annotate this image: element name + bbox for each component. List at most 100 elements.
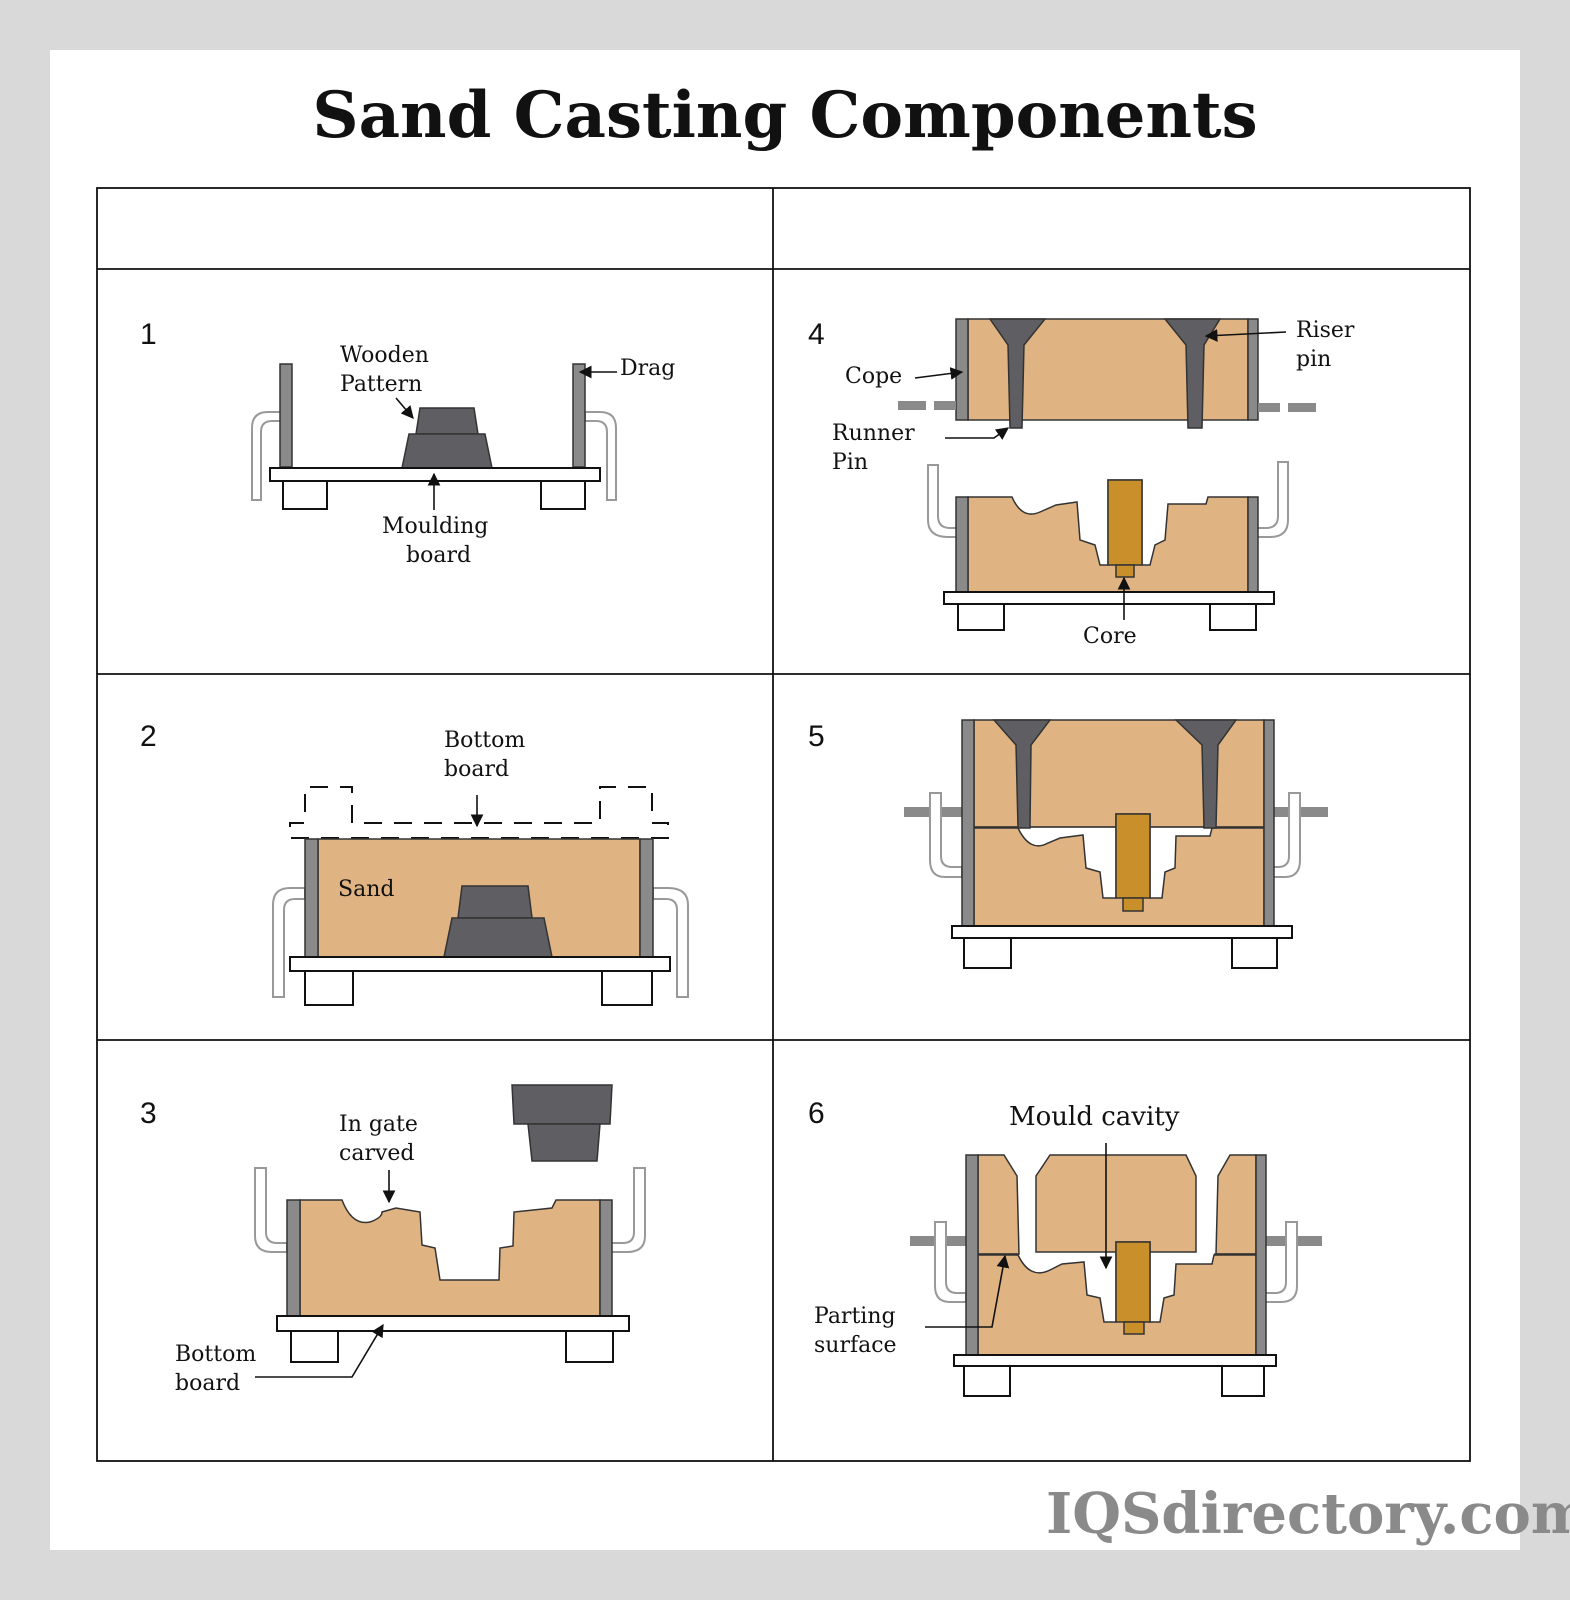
flask-pin-right-a	[1258, 403, 1280, 412]
drag-wall-right	[639, 838, 654, 958]
panel-4: 4 Cope Riser pin Runner Pin Core	[808, 318, 1355, 649]
flask-handle-left	[254, 1167, 288, 1253]
sand-with-cavity	[299, 1199, 601, 1317]
drag-handle-right	[1249, 461, 1289, 538]
mould-cavity-label: Mould cavity	[1009, 1102, 1180, 1132]
bottom-board-label-line2: board	[444, 757, 509, 782]
moulding-board	[289, 956, 671, 972]
flask-handle-right	[1263, 1221, 1298, 1303]
runner-pin-label-line2: Pin	[832, 450, 868, 475]
panel-2: 2 Bottom board Sand	[140, 720, 689, 1006]
core-print	[1115, 564, 1135, 578]
flask-wall-left	[965, 1154, 979, 1356]
panel-6: 6 Mould cavity Parting surface	[808, 1097, 1322, 1397]
panel-5-number: 5	[808, 720, 825, 753]
cope-wall-right	[1247, 318, 1259, 421]
core	[1115, 813, 1151, 899]
board-foot-left	[290, 1330, 339, 1363]
riser-pin-label-line2: pin	[1296, 347, 1331, 372]
core-print	[1123, 1321, 1145, 1335]
flask-wall-right	[1255, 1154, 1267, 1356]
riser-pin	[1163, 318, 1222, 429]
bottom-board	[276, 1315, 630, 1332]
drag-wall-left	[304, 838, 319, 958]
wooden-pattern-label-line1: Wooden	[340, 343, 429, 368]
drag-handle-right	[652, 887, 689, 998]
drag-handle-right	[584, 411, 617, 501]
panel-6-number: 6	[808, 1097, 825, 1130]
drag-wall-left	[955, 496, 969, 594]
flask-pin-right-b	[1288, 403, 1316, 412]
drag-wall-right	[572, 363, 586, 468]
pattern-base	[443, 917, 553, 958]
moulding-board	[269, 467, 601, 482]
in-gate-label-line1: In gate	[339, 1112, 418, 1137]
runner-pin	[988, 318, 1047, 429]
parting-surface-label-line2: surface	[814, 1333, 897, 1358]
pattern-removed-bottom	[527, 1123, 601, 1162]
moulding-board	[943, 591, 1275, 605]
bottom-board-label-line1: Bottom	[175, 1342, 256, 1367]
flask-wall-left	[961, 719, 975, 927]
board-foot-left	[963, 937, 1012, 969]
bottom-board-label-line2: board	[175, 1371, 240, 1396]
cope-arrow	[914, 367, 964, 380]
board-foot-left	[282, 480, 328, 510]
board-foot-left	[957, 603, 1005, 631]
runner-pin-arrow	[945, 427, 1010, 440]
pattern-removed-top	[511, 1084, 613, 1125]
wooden-pattern-top	[415, 407, 479, 435]
in-gate-label-line2: carved	[339, 1141, 415, 1166]
board-foot-left	[963, 1365, 1011, 1397]
board-foot-right	[1221, 1365, 1265, 1397]
moulding-board-label-line1: Moulding	[382, 514, 488, 539]
riser-pin-arrow	[1204, 329, 1287, 342]
flask-handle-right	[1269, 792, 1301, 878]
moulding-board	[951, 925, 1293, 939]
core	[1107, 479, 1143, 566]
grid-frame	[96, 187, 1471, 1462]
cope-label: Cope	[845, 364, 902, 389]
flask-handle-right	[609, 1167, 646, 1253]
panel-3: 3 In gate carved Bottom board	[140, 1084, 646, 1396]
board-foot-right	[540, 480, 586, 510]
pattern-top	[457, 885, 533, 919]
bottom-board-label-line1: Bottom	[444, 728, 525, 753]
figure-title: Sand Casting Components	[312, 78, 1258, 153]
core-print	[1122, 897, 1144, 912]
drag-label: Drag	[620, 356, 675, 381]
drag-wall-right	[1247, 496, 1259, 594]
moulding-board	[953, 1354, 1277, 1367]
flask-handle-left	[934, 1221, 967, 1303]
drag-wall-left	[279, 363, 293, 468]
drag-handle-left	[251, 411, 286, 501]
board-foot-right	[1209, 603, 1257, 631]
panel-1: 1 Wooden Pattern Drag Moulding board	[140, 318, 675, 568]
bottom-board-arrow	[255, 1323, 384, 1378]
panel-2-number: 2	[140, 720, 157, 753]
board-foot-right	[601, 970, 653, 1006]
parting-surface-label-line1: Parting	[814, 1304, 896, 1329]
riser-pin-label-line1: Riser	[1296, 318, 1355, 343]
wooden-pattern-label-line2: Pattern	[340, 372, 422, 397]
panel-5: 5	[808, 719, 1328, 969]
flask-wall-right	[599, 1199, 613, 1317]
flask-wall-right	[1263, 719, 1275, 927]
wooden-pattern-arrow	[395, 397, 414, 419]
flask-wall-left	[286, 1199, 301, 1317]
drag-handle-left	[272, 887, 306, 998]
cope-sand-center	[1035, 1154, 1197, 1253]
core	[1115, 1241, 1151, 1323]
board-foot-right	[565, 1330, 614, 1363]
flask-pin-left-b	[934, 401, 956, 410]
board-foot-right	[1231, 937, 1278, 969]
panel-3-number: 3	[140, 1097, 157, 1130]
sand-label: Sand	[338, 877, 394, 902]
core-label: Core	[1083, 624, 1137, 649]
cope-sand-left	[977, 1154, 1020, 1255]
cope-wall-left	[955, 318, 969, 421]
runner-pin	[992, 719, 1052, 829]
panel-grid	[96, 187, 1471, 1462]
panel-4-number: 4	[808, 318, 825, 351]
